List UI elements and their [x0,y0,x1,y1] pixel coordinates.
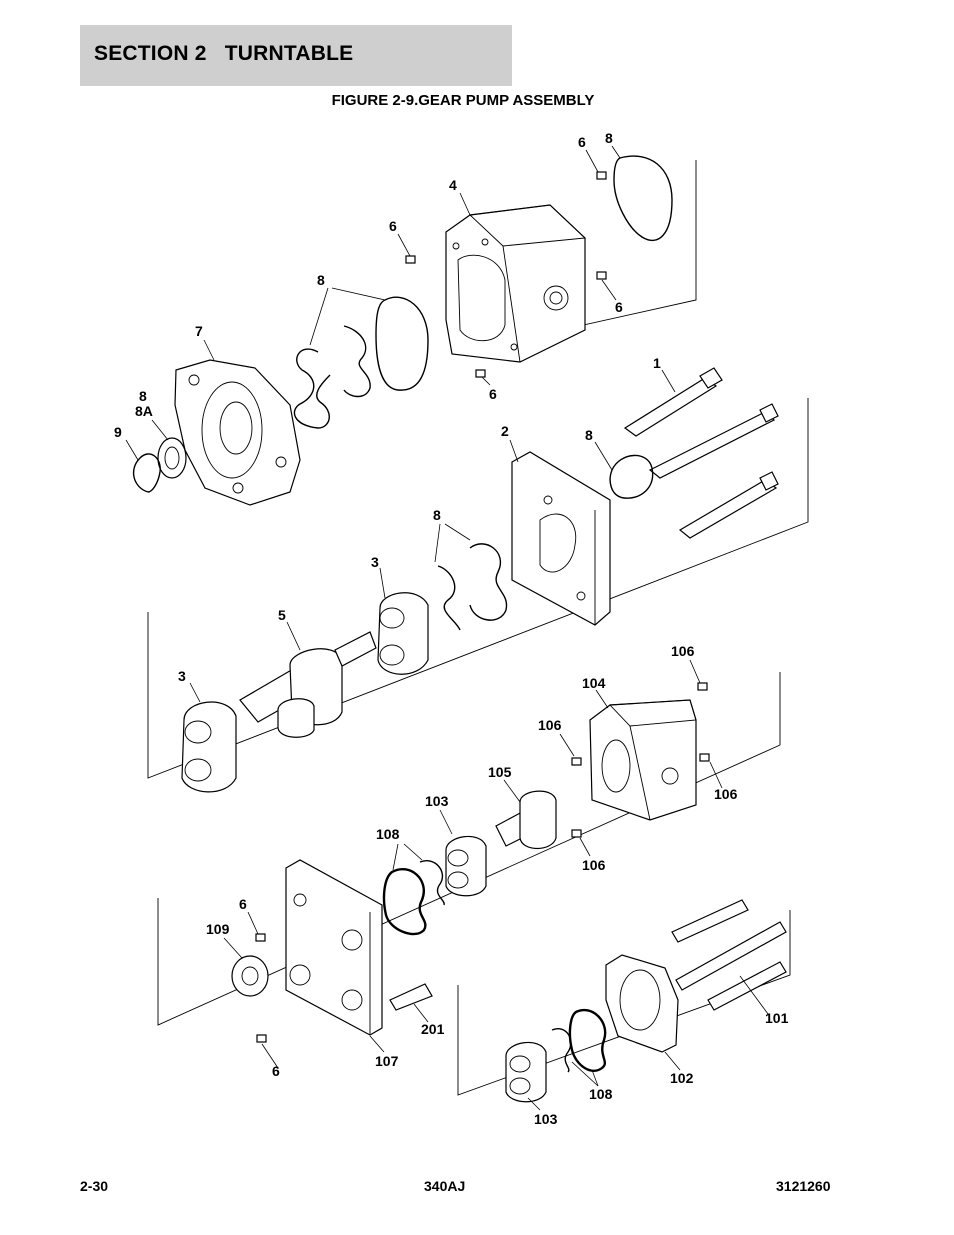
callout-104: 104 [582,675,606,691]
callout-106: 106 [538,717,562,733]
part-108-seal [551,1028,572,1073]
document-number: 3121260 [776,1178,831,1194]
part-108-seal [419,860,445,906]
callout-6: 6 [272,1063,280,1079]
part-101-bolts [671,899,787,1011]
callout-108: 108 [376,826,400,842]
dowel-pins [255,171,710,1043]
part-108-seal [568,1008,607,1072]
callout-5: 5 [278,607,286,623]
part-3-bushing [377,592,429,675]
callout-109: 109 [206,921,230,937]
part-8-seal [293,348,331,429]
callout-103: 103 [534,1111,558,1127]
part-102-end-cover [605,954,679,1053]
model-number: 340AJ [424,1178,466,1194]
callout-106: 106 [671,643,695,659]
part-103-bushing [505,1041,547,1103]
part-104-housing [589,699,697,821]
part-8-oring [375,296,429,391]
callout-102: 102 [670,1070,694,1086]
part-103-bushing [445,835,487,897]
part-105-gear [495,790,557,850]
callout-8: 8 [433,507,441,523]
part-109-seal [231,955,269,997]
part-8-oring [613,155,673,242]
part-7-flange [174,359,301,506]
callout-107: 107 [375,1053,399,1069]
callout-1: 1 [653,355,661,371]
callout-106: 106 [582,857,606,873]
part-107-plate [285,859,383,1036]
part-8-oring [609,454,654,499]
page-number: 2-30 [80,1178,109,1194]
part-8-seal [343,325,371,398]
callout-201: 201 [421,1021,445,1037]
callout-6: 6 [615,299,623,315]
callout-8: 8 [585,427,593,443]
part-3-bushing [181,701,237,793]
part-108-seal [382,867,427,936]
leader-lines [125,145,769,1111]
part-201-bolt [389,983,433,1011]
callout-3: 3 [371,554,379,570]
callout-7: 7 [195,323,203,339]
part-9-snap-ring [132,453,161,493]
part-4-housing [445,204,587,363]
part-8-seal [437,565,461,631]
section-header: SECTION 2 TURNTABLE [80,25,512,86]
callout-106: 106 [714,786,738,802]
callout-2: 2 [501,423,509,439]
callout-6: 6 [389,218,397,234]
part-8-seal [469,543,508,621]
figure-title: FIGURE 2-9.GEAR PUMP ASSEMBLY [331,92,595,109]
callout-105: 105 [488,764,512,780]
callout-101: 101 [765,1010,789,1026]
part-1-bolts [623,367,779,539]
callout-6: 6 [239,896,247,912]
callout-4: 4 [449,177,457,193]
section-title: SECTION 2 TURNTABLE [94,42,354,65]
part-5-gear-shaft [239,631,377,738]
callout-103: 103 [425,793,449,809]
callout-labels: 6 8 4 6 8 6 7 1 8 6 8A 9 2 8 8 3 5 106 3… [114,130,789,1127]
callout-8: 8 [317,272,325,288]
callout-108: 108 [589,1086,613,1102]
callout-9: 9 [114,424,122,440]
part-8a-shaft-seal [157,437,187,479]
part-2-plate [511,451,611,626]
callout-6: 6 [489,386,497,402]
callout-3: 3 [178,668,186,684]
callout-8: 8 [139,388,147,404]
callout-8: 8 [605,130,613,146]
callout-8a: 8A [135,403,153,419]
callout-6: 6 [578,134,586,150]
